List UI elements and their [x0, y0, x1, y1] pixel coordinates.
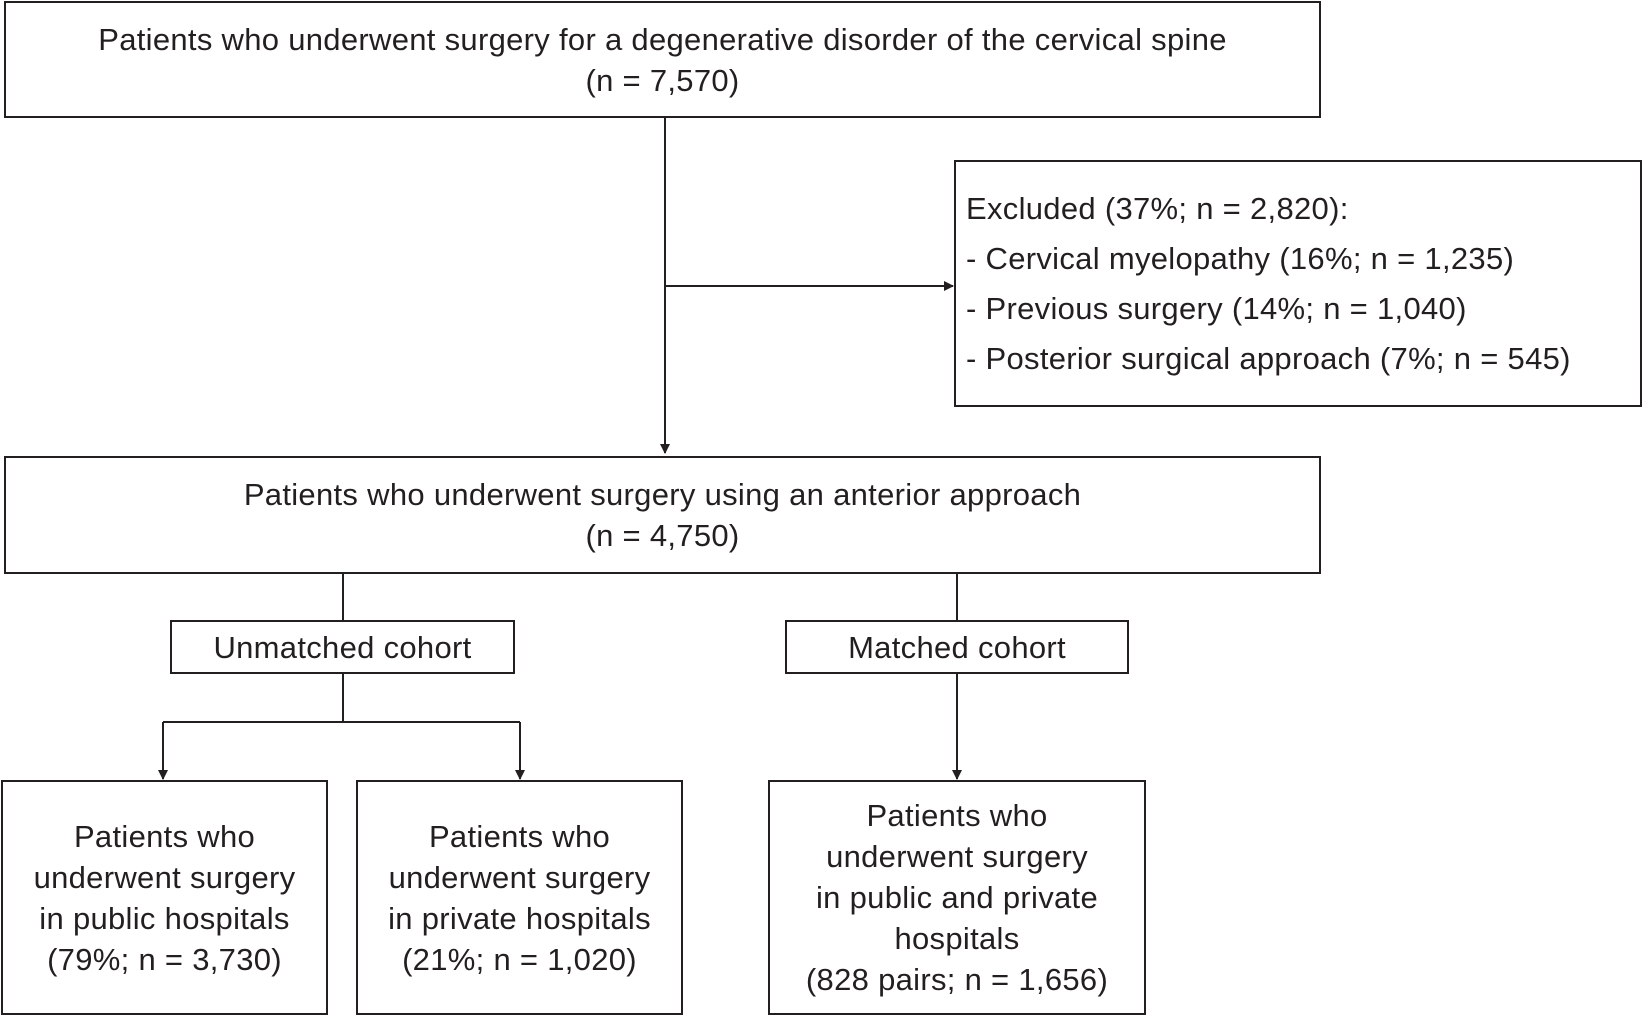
private-box-line-4: (21%; n = 1,020): [402, 941, 637, 977]
unmatched-cohort-text: Unmatched cohort: [213, 629, 472, 665]
excluded-item-previous-surgery: - Previous surgery (14%; n = 1,040): [966, 290, 1467, 326]
excluded-heading: Excluded (37%; n = 2,820):: [966, 190, 1349, 226]
anterior-box-line-2: (n = 4,750): [585, 518, 740, 553]
anterior-box-line-1: Patients who underwent surgery using an …: [243, 477, 1082, 512]
public-box-line-2: underwent surgery: [33, 859, 296, 895]
matched-box-line-1: Patients who: [866, 798, 1048, 833]
public-box-line-4: (79%; n = 3,730): [47, 941, 282, 977]
top-box-line-1: Patients who underwent surgery for a deg…: [98, 21, 1227, 57]
matched-box-line-4: hospitals: [894, 921, 1020, 956]
matched-cohort-label: Matched cohort: [785, 620, 1129, 674]
excluded-item-posterior-approach: - Posterior surgical approach (7%; n = 5…: [966, 340, 1571, 376]
top-box-line-2: (n = 7,570): [585, 62, 740, 98]
public-box-line-3: in public hospitals: [39, 900, 290, 936]
private-box-line-3: in private hospitals: [388, 900, 651, 936]
private-hospitals-box: Patients who underwent surgery in privat…: [356, 780, 683, 1015]
private-box-line-1: Patients who: [428, 818, 611, 854]
top-box: Patients who underwent surgery for a deg…: [4, 1, 1321, 118]
matched-cohort-text: Matched cohort: [848, 629, 1066, 665]
private-box-line-2: underwent surgery: [388, 859, 651, 895]
excluded-item-myelopathy: - Cervical myelopathy (16%; n = 1,235): [966, 240, 1515, 276]
matched-box-line-2: underwent surgery: [826, 839, 1088, 874]
anterior-approach-box: Patients who underwent surgery using an …: [4, 456, 1321, 574]
matched-hospitals-box: Patients who underwent surgery in public…: [768, 780, 1146, 1015]
matched-box-line-3: in public and private: [815, 880, 1099, 915]
excluded-box: Excluded (37%; n = 2,820): - Cervical my…: [954, 160, 1642, 407]
public-hospitals-box: Patients who underwent surgery in public…: [1, 780, 328, 1015]
unmatched-cohort-label: Unmatched cohort: [170, 620, 515, 674]
matched-box-line-5: (828 pairs; n = 1,656): [805, 962, 1109, 997]
public-box-line-1: Patients who: [73, 818, 256, 854]
